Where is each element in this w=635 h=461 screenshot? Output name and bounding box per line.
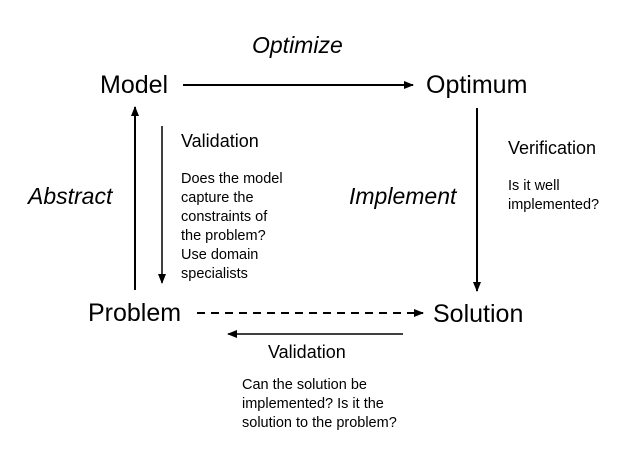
verification-line: Is it well xyxy=(508,178,560,194)
optimum-node: Optimum xyxy=(426,71,528,99)
implement-label: Implement xyxy=(349,183,457,209)
solution-node: Solution xyxy=(433,300,524,328)
model-validation-text: Does the model capture the constraints o… xyxy=(181,170,311,284)
model-validation-line: the problem? xyxy=(181,228,266,244)
model-validation-line: Use domain xyxy=(181,247,259,263)
solution-validation-line: Can the solution be xyxy=(242,377,367,393)
solution-validation-line: solution to the problem? xyxy=(242,415,397,431)
model-validation-heading: Validation xyxy=(181,131,259,151)
model-validation-line: capture the xyxy=(181,190,254,206)
solution-validation-text: Can the solution be implemented? Is it t… xyxy=(242,376,432,433)
solution-validation-line: implemented? Is it the xyxy=(242,396,384,412)
model-validation-line: constraints of xyxy=(181,209,268,225)
model-node: Model xyxy=(100,71,169,99)
model-validation-line: Does the model xyxy=(181,171,283,187)
verification-heading: Verification xyxy=(508,138,597,158)
model-validation-line: specialists xyxy=(181,266,248,282)
solution-validation-heading: Validation xyxy=(268,342,346,362)
optimize-label: Optimize xyxy=(252,32,343,58)
verification-line: implemented? xyxy=(508,197,600,213)
verification-text: Is it well implemented? xyxy=(508,177,628,215)
abstract-label: Abstract xyxy=(28,183,113,209)
problem-node: Problem xyxy=(88,299,182,327)
